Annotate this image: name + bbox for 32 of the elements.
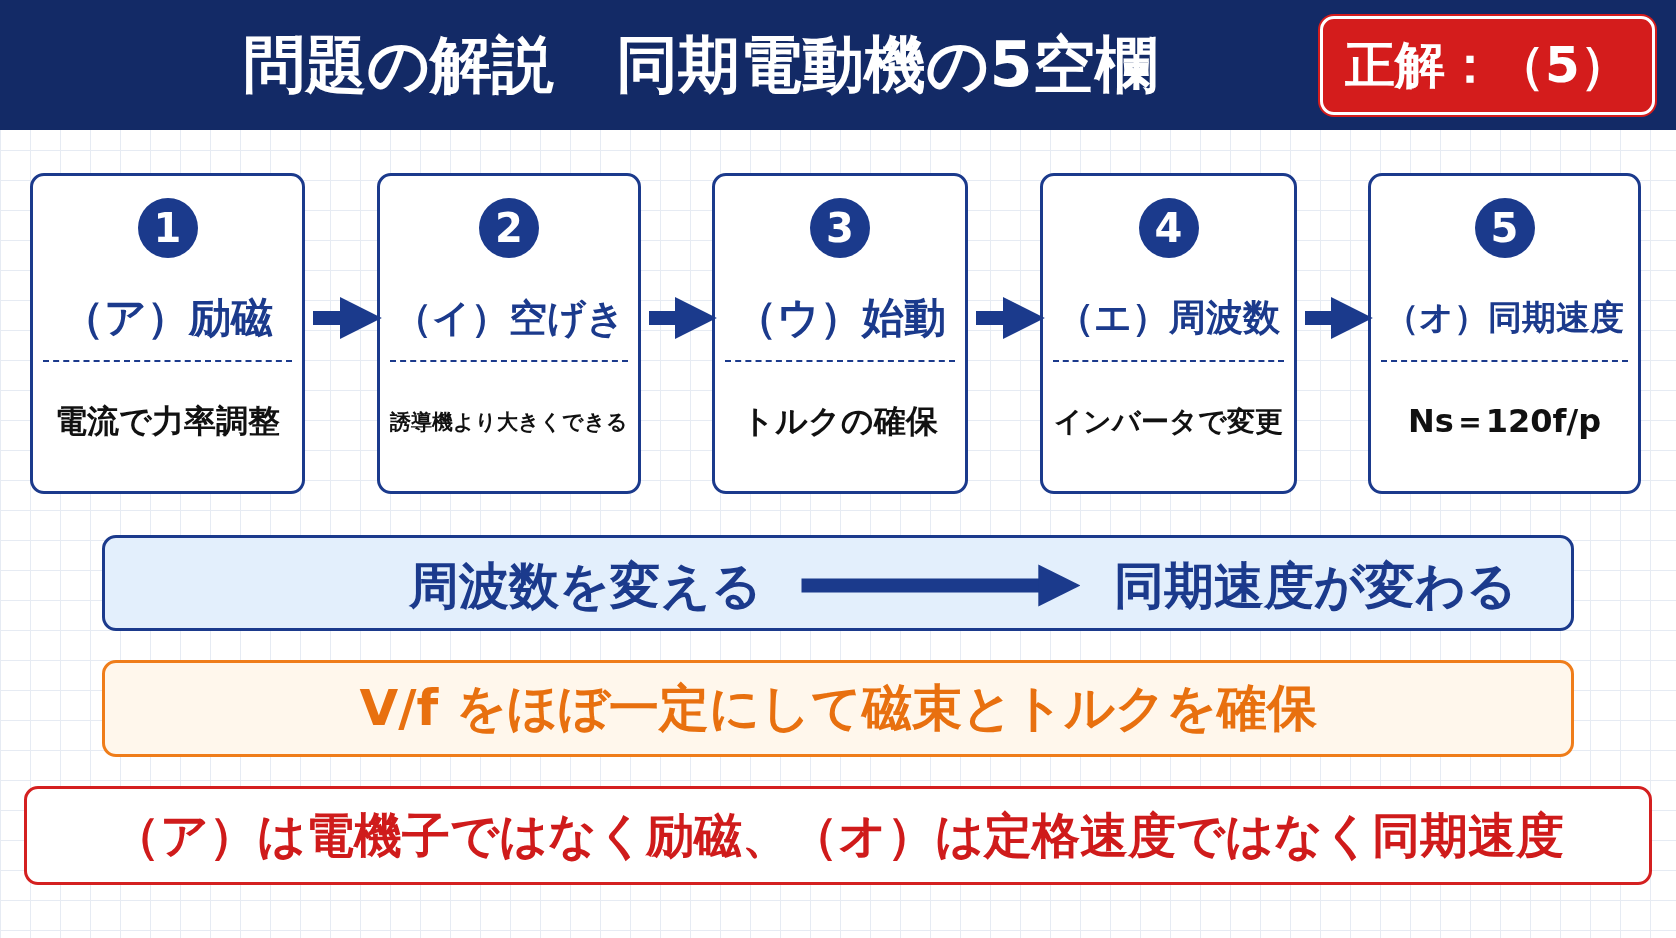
step-description: 電流で力率調整 <box>54 401 281 442</box>
arrow <box>976 297 1045 339</box>
correction-band: （ア）は電機子ではなく励磁、（オ）は定格速度ではなく同期速度 <box>24 786 1652 885</box>
step-heading: （エ）周波数 <box>1053 276 1284 362</box>
number-circle: 4 <box>1138 198 1199 258</box>
step-box <box>1040 173 1297 494</box>
relation-band <box>102 535 1574 631</box>
step-heading: （ウ）始動 <box>725 276 955 362</box>
arrow <box>649 297 717 339</box>
step-heading: （ア）励磁 <box>43 276 292 362</box>
arrow <box>801 564 1081 607</box>
note-band: V/f をほぼ一定にして磁束とトルクを確保 <box>102 660 1574 757</box>
number-circle: 5 <box>1474 198 1535 258</box>
title: 問題の解説 同期電動機の5空欄 <box>242 27 1158 103</box>
arrow <box>1305 297 1373 339</box>
step-description: 誘導機より大きくできる <box>389 409 629 436</box>
number-circle: 3 <box>810 198 870 258</box>
relation-text: 同期速度が変わる <box>985 538 1645 634</box>
number-circle: 1 <box>137 198 198 258</box>
step-heading: （イ）空げき <box>390 276 628 362</box>
step-heading: （オ）同期速度 <box>1381 276 1628 362</box>
step-box <box>30 173 305 494</box>
step-description: Ns＝120f/p <box>1406 401 1603 442</box>
step-box <box>1368 173 1641 494</box>
step-box <box>377 173 641 494</box>
relation-text: 周波数を変える <box>245 538 925 634</box>
arrow <box>313 297 382 339</box>
step-box <box>712 173 968 494</box>
step-description: インバータで変更 <box>1053 404 1284 440</box>
step-description: トルクの確保 <box>741 401 939 442</box>
number-circle: 2 <box>479 198 539 258</box>
answer-badge: 正解：（5） <box>1320 16 1655 115</box>
